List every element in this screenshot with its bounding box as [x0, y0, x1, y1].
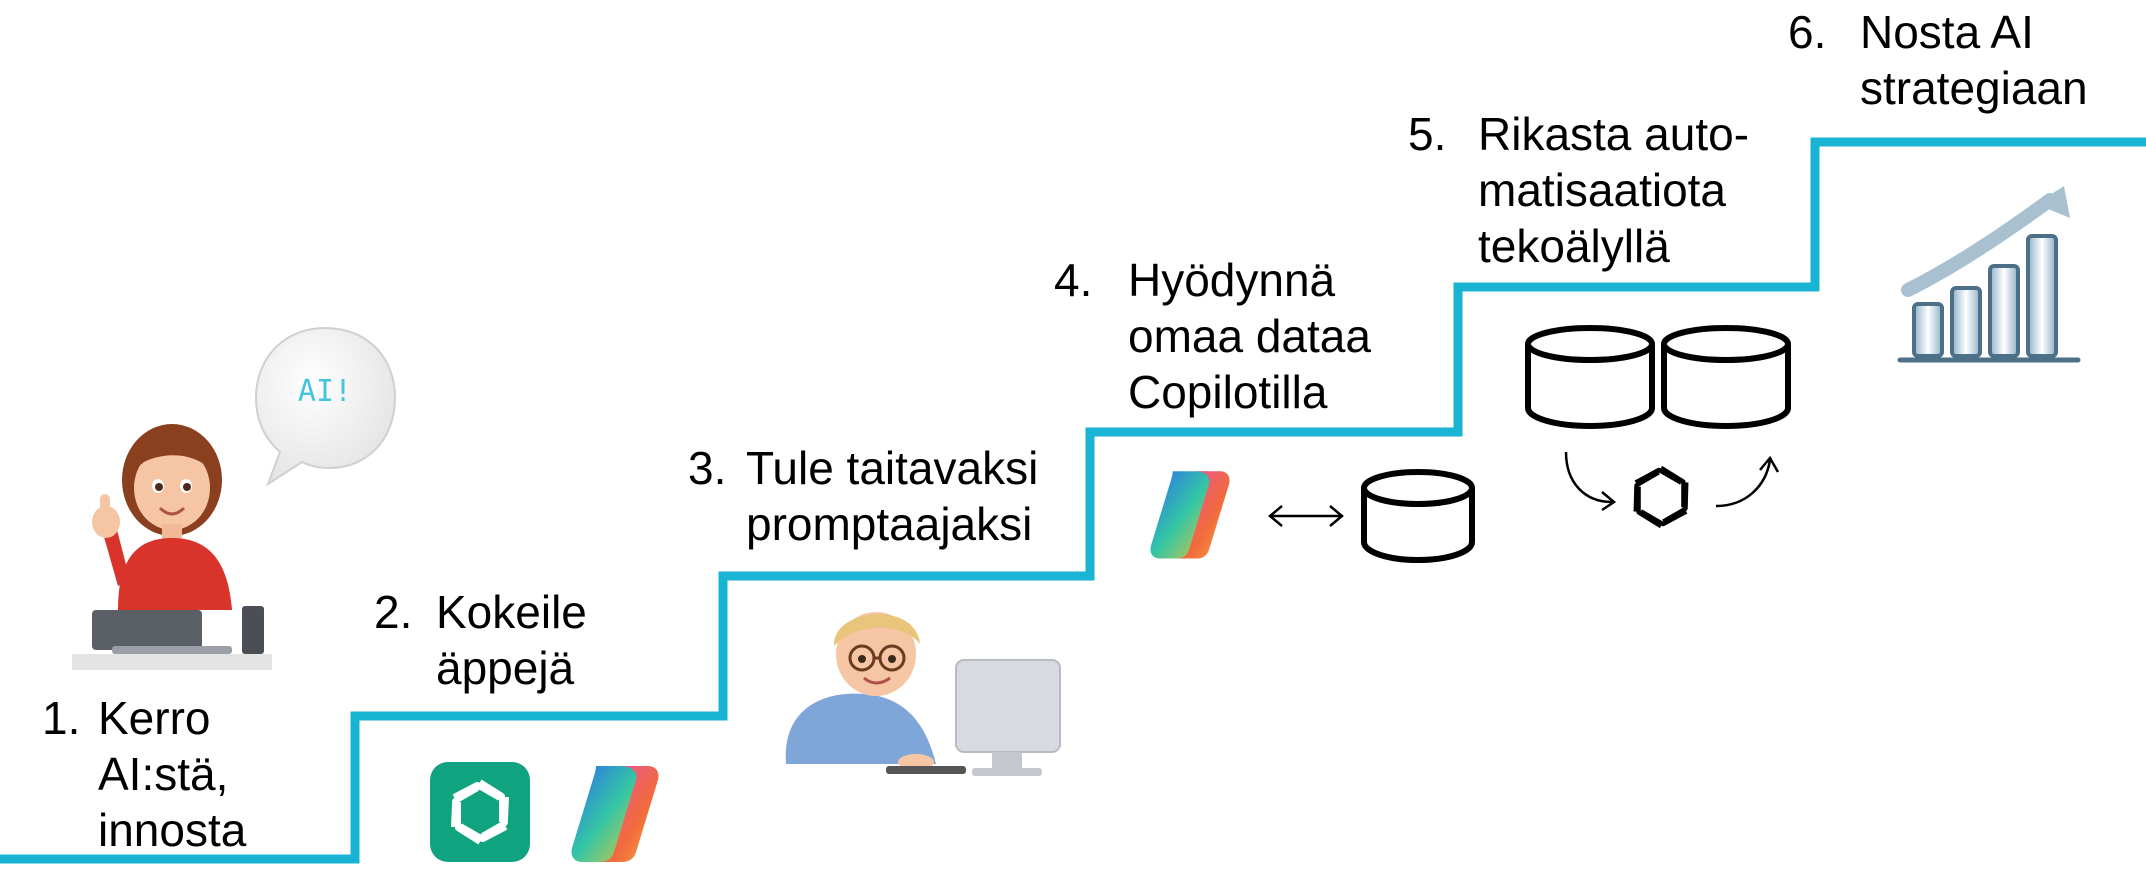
speech-bubble: AI!: [250, 322, 400, 492]
step-6-label: 6. Nosta AI strategiaan: [1788, 6, 2088, 114]
curved-arrow-icon-left: [1560, 448, 1620, 514]
growth-chart-icon: [1894, 180, 2084, 366]
man-at-computer-illustration: [776, 594, 1066, 784]
database-icon: [1358, 466, 1478, 566]
copilot-logo-icon-step4: [1140, 464, 1240, 564]
step-4-label: 4. Hyödynnä omaa dataa Copilotilla: [1054, 254, 1371, 418]
copilot-logo-icon: [560, 758, 670, 868]
step-5-label: 5. Rikasta auto- matisaatiota tekoälyllä: [1408, 108, 1750, 272]
bidirectional-arrow-icon: [1266, 496, 1346, 536]
database-icon-right: [1658, 322, 1794, 432]
step-2-label: 2. Kokeile äppejä: [374, 586, 587, 694]
curved-arrow-icon-right: [1712, 452, 1782, 514]
step-1-label: 1. Kerro AI:stä, innosta: [42, 692, 247, 856]
database-icon-left: [1522, 322, 1658, 432]
woman-presenter-illustration: [72, 410, 272, 670]
chatgpt-logo-icon: [430, 762, 530, 862]
speech-bubble-text: AI!: [297, 374, 353, 409]
step-3-label: 3. Tule taitavaksi promptaajaksi: [688, 442, 1039, 550]
openai-logo-icon: [1618, 454, 1704, 540]
